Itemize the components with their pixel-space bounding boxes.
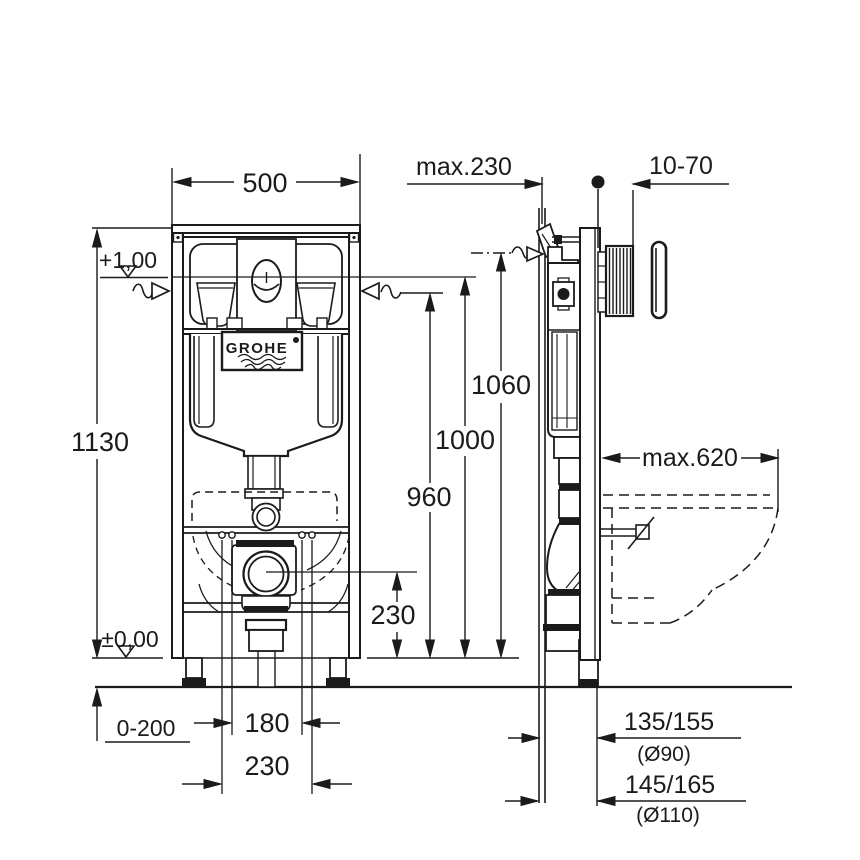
dimensions xyxy=(91,154,780,807)
level-top-label: +1,00 xyxy=(99,247,157,273)
dim-offset-90-dia: (Ø90) xyxy=(637,743,691,766)
dim-bolt-inner: 180 xyxy=(244,708,289,738)
frame-rail-right xyxy=(348,232,361,659)
frame-rail-side xyxy=(579,227,601,661)
dim-offset-90: 135/155 xyxy=(624,708,714,736)
dim-wall-thickness: 10-70 xyxy=(649,152,713,180)
sleeve-ribs xyxy=(608,248,632,314)
dim-front-width: 500 xyxy=(242,168,287,198)
fixing-bolt xyxy=(228,531,236,539)
frame-top-bar xyxy=(171,224,361,234)
fixing-bolt xyxy=(298,531,306,539)
grohe-logo: GROHE xyxy=(220,330,304,372)
corner-screw-right xyxy=(348,232,360,243)
dimension-labels: 500 1130 +1,00 ±0,00 960 1000 1060 230 0… xyxy=(71,152,738,827)
level-zero-label: ±0,00 xyxy=(101,626,158,652)
dim-960: 960 xyxy=(406,482,451,512)
datum-lines xyxy=(95,208,792,803)
dim-drain-height: 230 xyxy=(370,600,415,630)
frame-rail-left xyxy=(171,232,184,659)
drain-outlet xyxy=(244,618,288,632)
wc-bowl-dashed xyxy=(603,494,779,624)
dim-1000: 1000 xyxy=(435,425,495,455)
dim-foot-adjust: 0-200 xyxy=(117,715,176,741)
flush-plate-side xyxy=(650,240,668,320)
dim-offset-110: 145/165 xyxy=(625,771,715,799)
dim-offset-110-dia: (Ø110) xyxy=(636,804,700,827)
drain-opening xyxy=(242,550,290,598)
fixing-bolt xyxy=(218,531,226,539)
corner-screw-left xyxy=(172,232,184,243)
front-view xyxy=(171,224,417,688)
dim-bolt-outer: 230 xyxy=(244,751,289,781)
dim-frame-height: 1130 xyxy=(71,427,129,457)
fixing-bolt xyxy=(308,531,316,539)
foot-left xyxy=(185,657,203,679)
dim-wall-offset: max.230 xyxy=(416,153,512,181)
service-opening-dashed xyxy=(191,491,338,521)
datum-dot xyxy=(591,175,605,189)
logo-waves xyxy=(237,353,287,371)
foot-right xyxy=(329,657,347,679)
brand-logo-text: GROHE xyxy=(226,340,289,357)
dim-bowl-depth: max.620 xyxy=(642,444,738,472)
side-view xyxy=(535,175,779,688)
dim-1060: 1060 xyxy=(471,370,531,400)
inspection-window-right xyxy=(296,282,336,327)
